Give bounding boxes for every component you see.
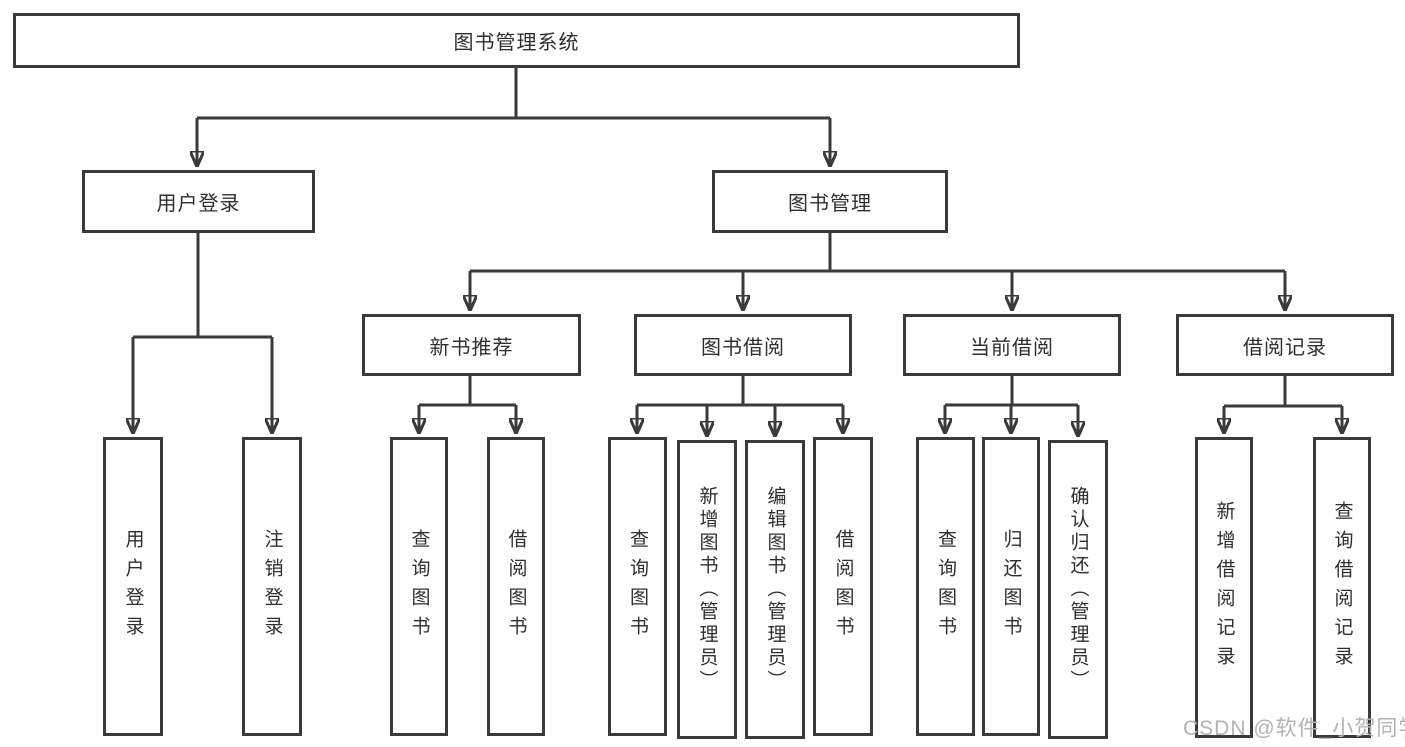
node-current-borrowing: 当前借阅 [903, 314, 1121, 376]
leaf-bb-add-book-admin: 新增图书（管理员） [677, 440, 737, 739]
csdn-watermark: CSDN @软件_小贺同学 [1183, 717, 1405, 740]
node-library-management-system: 图书管理系统 [13, 13, 1020, 68]
node-book-borrowing: 图书借阅 [634, 314, 852, 376]
leaf-nbr-query-book: 查询图书 [390, 437, 448, 736]
leaf-bb-borrow-book: 借阅图书 [813, 437, 873, 736]
leaf-nbr-borrow-book: 借阅图书 [487, 437, 545, 736]
leaf-cb-confirm-return-admin: 确认归还（管理员） [1048, 440, 1108, 739]
leaf-br-query-record: 查询借阅记录 [1313, 437, 1371, 738]
leaf-bb-edit-book-admin: 编辑图书（管理员） [745, 440, 805, 739]
leaf-cb-query-book: 查询图书 [916, 437, 975, 736]
leaf-bb-query-book: 查询图书 [608, 437, 667, 736]
node-book-management: 图书管理 [712, 170, 948, 233]
leaf-cb-return-book: 归还图书 [982, 437, 1040, 736]
node-new-book-recommend: 新书推荐 [362, 314, 581, 376]
node-user-login: 用户登录 [82, 170, 315, 233]
node-borrowing-records: 借阅记录 [1176, 314, 1394, 376]
leaf-br-add-record: 新增借阅记录 [1195, 437, 1253, 738]
leaf-logout: 注销登录 [242, 437, 302, 736]
leaf-user-login: 用户登录 [103, 437, 163, 736]
